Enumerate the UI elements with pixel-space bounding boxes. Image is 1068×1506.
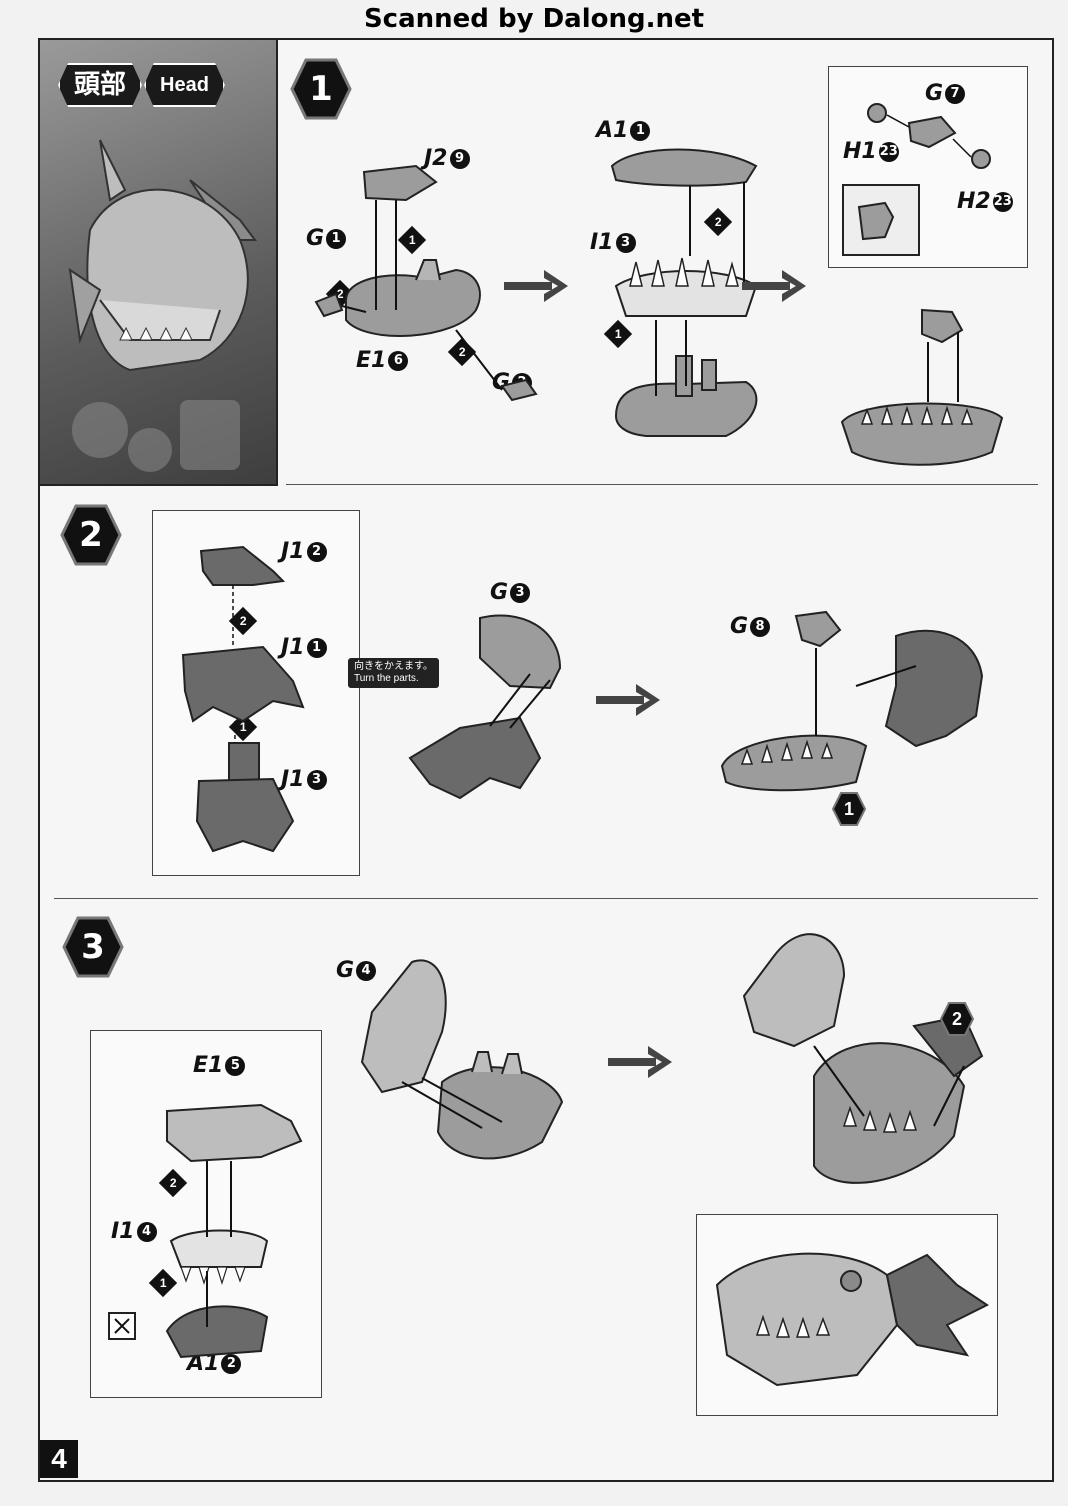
turn-parts-callout: 向きをかえます。 Turn the parts.: [348, 658, 439, 688]
part-label-i1-3-number: 3: [615, 232, 636, 253]
part-label-h1-23-number: 23: [878, 141, 899, 162]
part-label-j1-1-number: 1: [306, 637, 327, 658]
part-label-h2-23-number: 23: [992, 191, 1013, 212]
step-3-number: 3: [81, 927, 105, 967]
part-label-a1-1-number: 1: [630, 120, 651, 141]
head-character-panel: 頭部 Head: [40, 40, 278, 486]
step-1-subassembly-jaw-base: [314, 164, 538, 402]
part-label-g8-letter: G: [730, 614, 749, 639]
part-label-e1-6-number: 6: [388, 350, 409, 371]
part-label-a1-2-number: 2: [221, 1353, 242, 1374]
part-label-j1-3-number: 3: [306, 769, 327, 790]
head-title: 頭部 Head: [58, 62, 225, 108]
step-2-wing-parts: [181, 545, 305, 853]
step-2-wing-assembly: [408, 614, 562, 800]
part-label-h1-23-letter: H1: [843, 139, 877, 164]
part-label-g1-number: 1: [326, 228, 347, 249]
part-label-g8-number: 8: [750, 616, 771, 637]
part-label-g3-letter: G: [490, 580, 509, 605]
step-2-badge: 2: [60, 504, 122, 566]
part-label-i1-4-letter: I1: [111, 1219, 135, 1244]
step-1-subassembly-teeth: [610, 148, 758, 437]
part-label-i1-4-number: 4: [136, 1221, 157, 1242]
turn-parts-callout-en: Turn the parts.: [354, 673, 419, 684]
page-number: 4: [40, 1440, 78, 1478]
step-2-number: 2: [79, 515, 103, 555]
step-3-reference-number: 2: [951, 1008, 962, 1029]
part-label-g4-number: 4: [356, 960, 377, 981]
step-1-hinge-parts: [842, 103, 991, 256]
part-label-g3-number: 3: [510, 582, 531, 603]
part-label-g7-number: 7: [945, 83, 966, 104]
completed-head-illustration: [715, 1252, 989, 1387]
part-label-e1-5-letter: E1: [193, 1053, 224, 1078]
step-2-result-assembly: [720, 610, 984, 792]
part-label-h2-23-letter: H2: [957, 189, 991, 214]
next-step-arrow-1: [504, 270, 568, 302]
step-1-badge: 1: [290, 58, 352, 120]
next-step-arrow-2: [742, 270, 806, 302]
step-3-jaw-parts: [108, 1103, 303, 1359]
completed-head-box: [696, 1214, 998, 1416]
step-2-reference-badge: 1: [831, 792, 867, 826]
divider-step-2-3: [54, 898, 1038, 899]
next-step-arrow-4: [608, 1046, 672, 1078]
part-label-g4-letter: G: [336, 958, 355, 983]
step-1-number: 1: [309, 69, 333, 109]
scan-credit: Scanned by Dalong.net: [363, 4, 705, 34]
step-3-snout-assembly: [360, 959, 564, 1160]
part-label-j1-2-number: 2: [306, 541, 327, 562]
step-3-assembly-result: [742, 933, 984, 1184]
step-3-reference-badge: 2: [939, 1002, 975, 1036]
head-title-en: Head: [144, 63, 225, 107]
divider-step-1-2: [286, 484, 1038, 485]
part-label-e1-6-letter: E1: [356, 348, 387, 373]
part-label-a1-1-letter: A1: [596, 118, 629, 143]
turn-parts-callout-jp: 向きをかえます。: [354, 661, 433, 672]
part-label-j1-3-letter: J1: [281, 767, 305, 792]
step-3-badge: 3: [62, 916, 124, 978]
head-character-illustration: [68, 139, 257, 472]
part-label-j2-9-letter: J2: [424, 146, 448, 171]
part-label-g1-letter: G: [306, 226, 325, 251]
part-label-j1-1-letter: J1: [281, 635, 305, 660]
step-2-reference-number: 1: [843, 798, 854, 819]
part-label-j1-2-letter: J1: [281, 539, 305, 564]
instruction-page: 頭部 Head 1 J29 G1 E16 G2 A11 I13 1: [38, 38, 1054, 1482]
step-1-result-mouth: [840, 308, 1004, 466]
part-label-i1-3-letter: I1: [590, 230, 614, 255]
part-label-j2-9-number: 9: [449, 148, 470, 169]
part-label-e1-5-number: 5: [225, 1055, 246, 1076]
part-label-g7-letter: G: [925, 81, 944, 106]
next-step-arrow-3: [596, 684, 660, 716]
head-title-jp: 頭部: [58, 63, 143, 107]
